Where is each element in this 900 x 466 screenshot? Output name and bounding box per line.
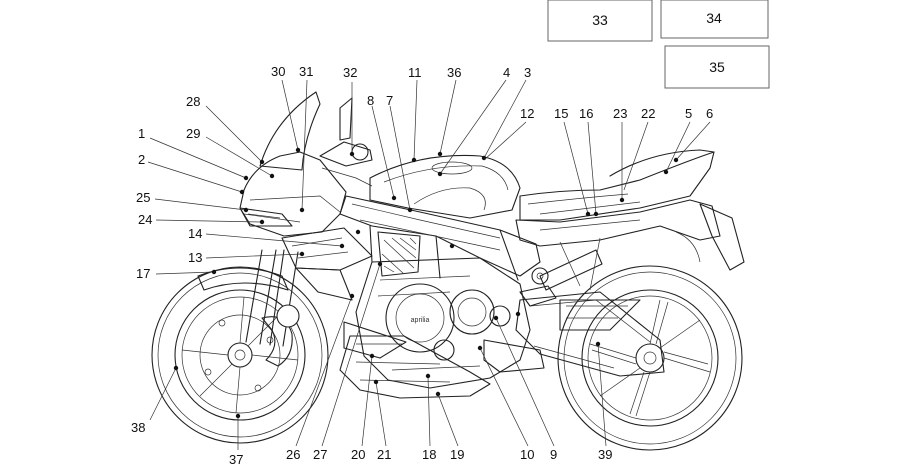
ref-box-33: 33 [547, 0, 653, 42]
front-fender [197, 267, 289, 291]
seat-tail [515, 149, 745, 291]
front-wheel [151, 266, 329, 444]
callout-15: 15 [554, 106, 568, 121]
callout-17: 17 [136, 266, 150, 281]
callout-4: 4 [503, 65, 510, 80]
callout-32: 32 [343, 65, 357, 80]
fuel-tank [369, 154, 521, 219]
rear-wheel [557, 265, 743, 451]
callout-27: 27 [313, 447, 327, 462]
callout-28: 28 [186, 94, 200, 109]
callout-labels: 1 2 3 4 5 6 7 8 9 10 11 12 13 14 15 16 1… [131, 64, 713, 466]
callout-36: 36 [447, 65, 461, 80]
callout-1: 1 [138, 126, 145, 141]
callout-9: 9 [550, 447, 557, 462]
callout-37: 37 [229, 452, 243, 466]
svg-text:35: 35 [709, 59, 725, 75]
callout-21: 21 [377, 447, 391, 462]
svg-text:33: 33 [592, 12, 608, 28]
engine: aprilia [355, 257, 531, 389]
callout-8: 8 [367, 93, 374, 108]
leader-lines [147, 79, 711, 450]
callout-5: 5 [685, 106, 692, 121]
callout-39: 39 [598, 447, 612, 462]
swingarm [515, 291, 665, 377]
callout-31: 31 [299, 64, 313, 79]
callout-2: 2 [138, 152, 145, 167]
callout-6: 6 [706, 106, 713, 121]
callout-14: 14 [188, 226, 202, 241]
ref-box-35: 35 [664, 45, 770, 89]
callout-13: 13 [188, 250, 202, 265]
rear-shock [539, 249, 603, 291]
callout-25: 25 [136, 190, 150, 205]
callout-23: 23 [613, 106, 627, 121]
callout-10: 10 [520, 447, 534, 462]
callout-38: 38 [131, 420, 145, 435]
engine-cover-stamp: aprilia [411, 317, 430, 324]
callout-3: 3 [524, 65, 531, 80]
frame [339, 195, 541, 281]
callout-29: 29 [186, 126, 200, 141]
callout-12: 12 [520, 106, 534, 121]
callout-11: 11 [408, 65, 422, 80]
callout-24: 24 [138, 212, 152, 227]
ref-box-34: 34 [660, 0, 769, 39]
front-fairing [239, 151, 373, 301]
callout-7: 7 [386, 93, 393, 108]
handlebar [319, 97, 373, 187]
callout-30: 30 [271, 64, 285, 79]
footpeg [519, 285, 557, 307]
callout-26: 26 [286, 447, 300, 462]
callout-16: 16 [579, 106, 593, 121]
callout-22: 22 [641, 106, 655, 121]
callout-18: 18 [422, 447, 436, 462]
windscreen [259, 91, 321, 171]
motorcycle-drawing: aprilia [151, 91, 745, 451]
callout-19: 19 [450, 447, 464, 462]
callout-20: 20 [351, 447, 365, 462]
svg-text:34: 34 [706, 10, 722, 26]
